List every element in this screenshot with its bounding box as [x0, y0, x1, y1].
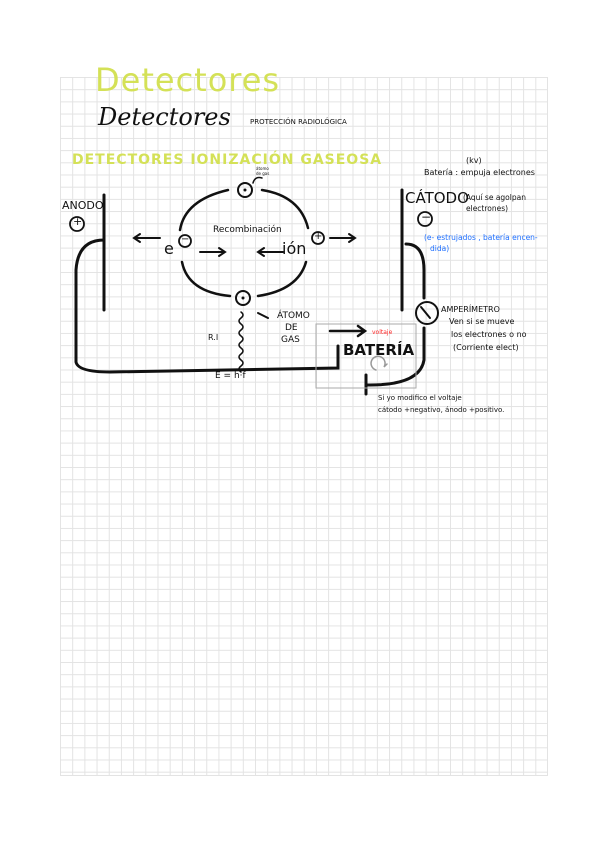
- battery-note: Batería : empuja electrones: [424, 168, 535, 177]
- ammeter-note: (Corriente elect): [453, 343, 519, 352]
- voltage-label: voltaje: [372, 329, 393, 336]
- rotate-icon: [370, 355, 388, 371]
- gas-atom-label: DE: [285, 323, 298, 333]
- cathode-note: (Aquí se agolpan: [463, 193, 526, 202]
- gas-atom-label: GAS: [281, 335, 300, 345]
- ammeter-note: Ven si se mueve: [449, 317, 515, 326]
- anode-sign: +: [73, 215, 83, 228]
- ammeter-note: los electrones o no: [451, 330, 527, 339]
- ammeter-label: AMPERÍMETRO: [441, 305, 500, 314]
- wire-left: [74, 238, 340, 374]
- ri-label: R.I: [208, 333, 219, 342]
- cathode-sign: −: [421, 210, 432, 224]
- ammeter-icon: [415, 301, 439, 325]
- anode-label: ANODO: [62, 199, 104, 212]
- battery-label: BATERÍA: [343, 341, 415, 359]
- wire-right-bottom: [364, 326, 426, 396]
- page-title: Detectores: [98, 103, 231, 131]
- cathode-note: electrones): [466, 204, 509, 213]
- gas-atom-icon: [235, 290, 251, 306]
- subtitle: PROTECCIÓN RADIOLÓGICA: [250, 118, 347, 126]
- grid-paper: [60, 77, 548, 776]
- gas-atom-label: ÁTOMO: [277, 311, 310, 321]
- electron-sign: −: [181, 234, 190, 245]
- cathode-label: CÁTODO: [405, 189, 469, 207]
- title-highlight: Detectores: [95, 61, 281, 99]
- atom-small-label: átomo de gas: [256, 166, 270, 176]
- ion-label: ión: [282, 239, 307, 258]
- blue-note: dida): [430, 244, 450, 253]
- wire-right-top: [404, 242, 426, 300]
- bottom-note: cátodo +negativo, ánodo +positivo.: [378, 406, 505, 414]
- energy-formula: E = h·f: [215, 371, 246, 381]
- bottom-note: Si yo modifico el voltaje: [378, 394, 462, 402]
- electron-label: e: [164, 239, 174, 258]
- arrow-icons: [132, 233, 368, 338]
- ion-sign: +: [314, 231, 323, 242]
- gas-atom-icon: [237, 182, 253, 198]
- radiation-wave-icon: [238, 311, 244, 373]
- section-title: DETECTORES IONIZACIÓN GASEOSA: [72, 152, 383, 168]
- recombination-label: Recombinación: [213, 225, 282, 235]
- blue-note: (e- estrujados , batería encen-: [424, 233, 538, 242]
- kv-label: (kv): [466, 156, 482, 165]
